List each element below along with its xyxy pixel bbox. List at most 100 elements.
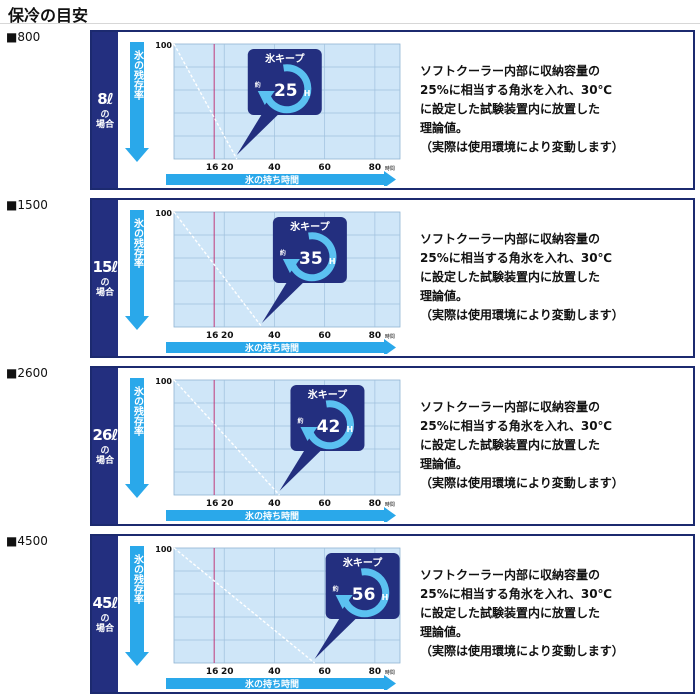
- badge-prefix: 約: [255, 81, 261, 89]
- ice-keep-arrow-icon: [335, 568, 390, 618]
- chart-panel: 8ℓ の 場合 ソフトクーラー内部に収納容量の 25%に相当する角氷を入れ、30℃ に設…: [90, 30, 695, 190]
- description-line: に設定した試験装置内に放置した: [420, 438, 601, 452]
- x-tick-label: 80: [369, 331, 382, 341]
- badge-value: 42: [317, 417, 341, 437]
- capacity-suffix: の 場合: [95, 446, 114, 466]
- plot-area: [173, 379, 401, 496]
- badge-unit: H: [346, 425, 353, 434]
- page-title: 保冷の目安: [8, 6, 89, 25]
- description-line: ソフトクーラー内部に収納容量の: [420, 568, 601, 582]
- x-tick-label: 16: [206, 163, 219, 173]
- description-line: （実際は使用環境により変動します）: [420, 308, 624, 322]
- x-axis-label: 氷の持ち時間: [244, 174, 299, 186]
- series-line: [173, 43, 238, 160]
- capacity-label: 15ℓ: [92, 258, 119, 276]
- x-tick-label: 80: [369, 499, 382, 509]
- badge-title: 氷キープ: [264, 52, 305, 65]
- capacity-suffix: の 場合: [95, 278, 114, 298]
- description-line: （実際は使用環境により変動します）: [420, 140, 624, 154]
- badge-title: 氷キープ: [307, 388, 348, 401]
- y-axis-label: 氷の残存率: [132, 385, 145, 437]
- series-line: [173, 379, 280, 496]
- series-line: [173, 547, 316, 664]
- description-line: 理論値。: [420, 625, 469, 639]
- description-line: に設定した試験装置内に放置した: [420, 606, 601, 620]
- x-axis-label: 氷の持ち時間: [244, 678, 299, 690]
- x-axis-arrow: 氷の持ち時間: [166, 675, 396, 690]
- x-tick-label: 16: [206, 499, 219, 509]
- badge-title: 氷キープ: [342, 556, 383, 569]
- description: ソフトクーラー内部に収納容量の 25%に相当する角氷を入れ、30℃ に設定した試験装…: [420, 566, 690, 661]
- chart-panel: 15ℓ の 場合 ソフトクーラー内部に収納容量の 25%に相当する角氷を入れ、30℃ に…: [90, 198, 695, 358]
- x-tick-label: 60: [318, 499, 331, 509]
- y-axis-arrow: 氷の残存率: [125, 546, 149, 666]
- x-tick-label: 60: [318, 163, 331, 173]
- x-tick-label: 60: [318, 667, 331, 677]
- description-line: に設定した試験装置内に放置した: [420, 102, 601, 116]
- description-line: ソフトクーラー内部に収納容量の: [420, 64, 601, 78]
- capacity-label: 8ℓ: [97, 90, 114, 108]
- model-label: ■1500: [6, 198, 48, 212]
- y-tick-label: 100: [155, 41, 172, 50]
- description-line: 理論値。: [420, 121, 469, 135]
- badge-prefix: 約: [280, 249, 286, 257]
- x-tick-label: 20: [221, 499, 234, 509]
- title-divider: [0, 23, 700, 24]
- description-line: 25%に相当する角氷を入れ、30℃: [420, 83, 613, 97]
- description-line: 理論値。: [420, 289, 469, 303]
- x-axis-label: 氷の持ち時間: [244, 510, 299, 522]
- y-axis-arrow: 氷の残存率: [125, 210, 149, 330]
- description-line: （実際は使用環境により変動します）: [420, 476, 624, 490]
- chart-panel: 45ℓ の 場合 ソフトクーラー内部に収納容量の 25%に相当する角氷を入れ、30℃ に…: [90, 534, 695, 694]
- capacity-suffix: の 場合: [95, 110, 114, 130]
- x-tick-label: 40: [268, 163, 281, 173]
- badge-unit: H: [382, 593, 389, 602]
- x-tick-label: 20: [221, 331, 234, 341]
- x-axis-arrow: 氷の持ち時間: [166, 507, 396, 522]
- x-tick-label: 20: [221, 667, 234, 677]
- description-line: に設定した試験装置内に放置した: [420, 270, 601, 284]
- description-line: 25%に相当する角氷を入れ、30℃: [420, 419, 613, 433]
- description-line: ソフトクーラー内部に収納容量の: [420, 232, 601, 246]
- x-unit-label: 時間: [385, 334, 395, 340]
- x-unit-label: 時間: [385, 502, 395, 508]
- badge-value: 35: [299, 249, 323, 269]
- capacity-bar: 15ℓ の 場合: [92, 200, 118, 356]
- ice-keep-arrow-icon: [257, 64, 312, 114]
- x-axis-arrow: 氷の持ち時間: [166, 339, 396, 354]
- y-axis-label: 氷の残存率: [132, 49, 145, 101]
- badge-unit: H: [329, 257, 336, 266]
- badge-prefix: 約: [333, 585, 339, 593]
- badge-value: 56: [352, 585, 376, 605]
- capacity-suffix: の 場合: [95, 614, 114, 634]
- ice-keep-arrow-icon: [300, 400, 354, 450]
- y-axis-arrow: 氷の残存率: [125, 42, 149, 162]
- x-tick-label: 40: [268, 331, 281, 341]
- capacity-label: 45ℓ: [92, 594, 119, 612]
- model-label: ■2600: [6, 366, 48, 380]
- description-line: （実際は使用環境により変動します）: [420, 644, 624, 658]
- y-tick-label: 100: [155, 377, 172, 386]
- description: ソフトクーラー内部に収納容量の 25%に相当する角氷を入れ、30℃ に設定した試験装…: [420, 230, 690, 325]
- x-tick-label: 16: [206, 667, 219, 677]
- badge-unit: H: [304, 89, 311, 98]
- x-unit-label: 時間: [385, 166, 395, 172]
- description-line: 25%に相当する角氷を入れ、30℃: [420, 587, 613, 601]
- x-unit-label: 時間: [385, 670, 395, 676]
- y-tick-label: 100: [155, 209, 172, 218]
- x-axis-arrow: 氷の持ち時間: [166, 171, 396, 186]
- description-line: 25%に相当する角氷を入れ、30℃: [420, 251, 613, 265]
- x-tick-label: 60: [318, 331, 331, 341]
- x-tick-label: 40: [268, 667, 281, 677]
- description-line: 理論値。: [420, 457, 469, 471]
- capacity-bar: 45ℓ の 場合: [92, 536, 118, 692]
